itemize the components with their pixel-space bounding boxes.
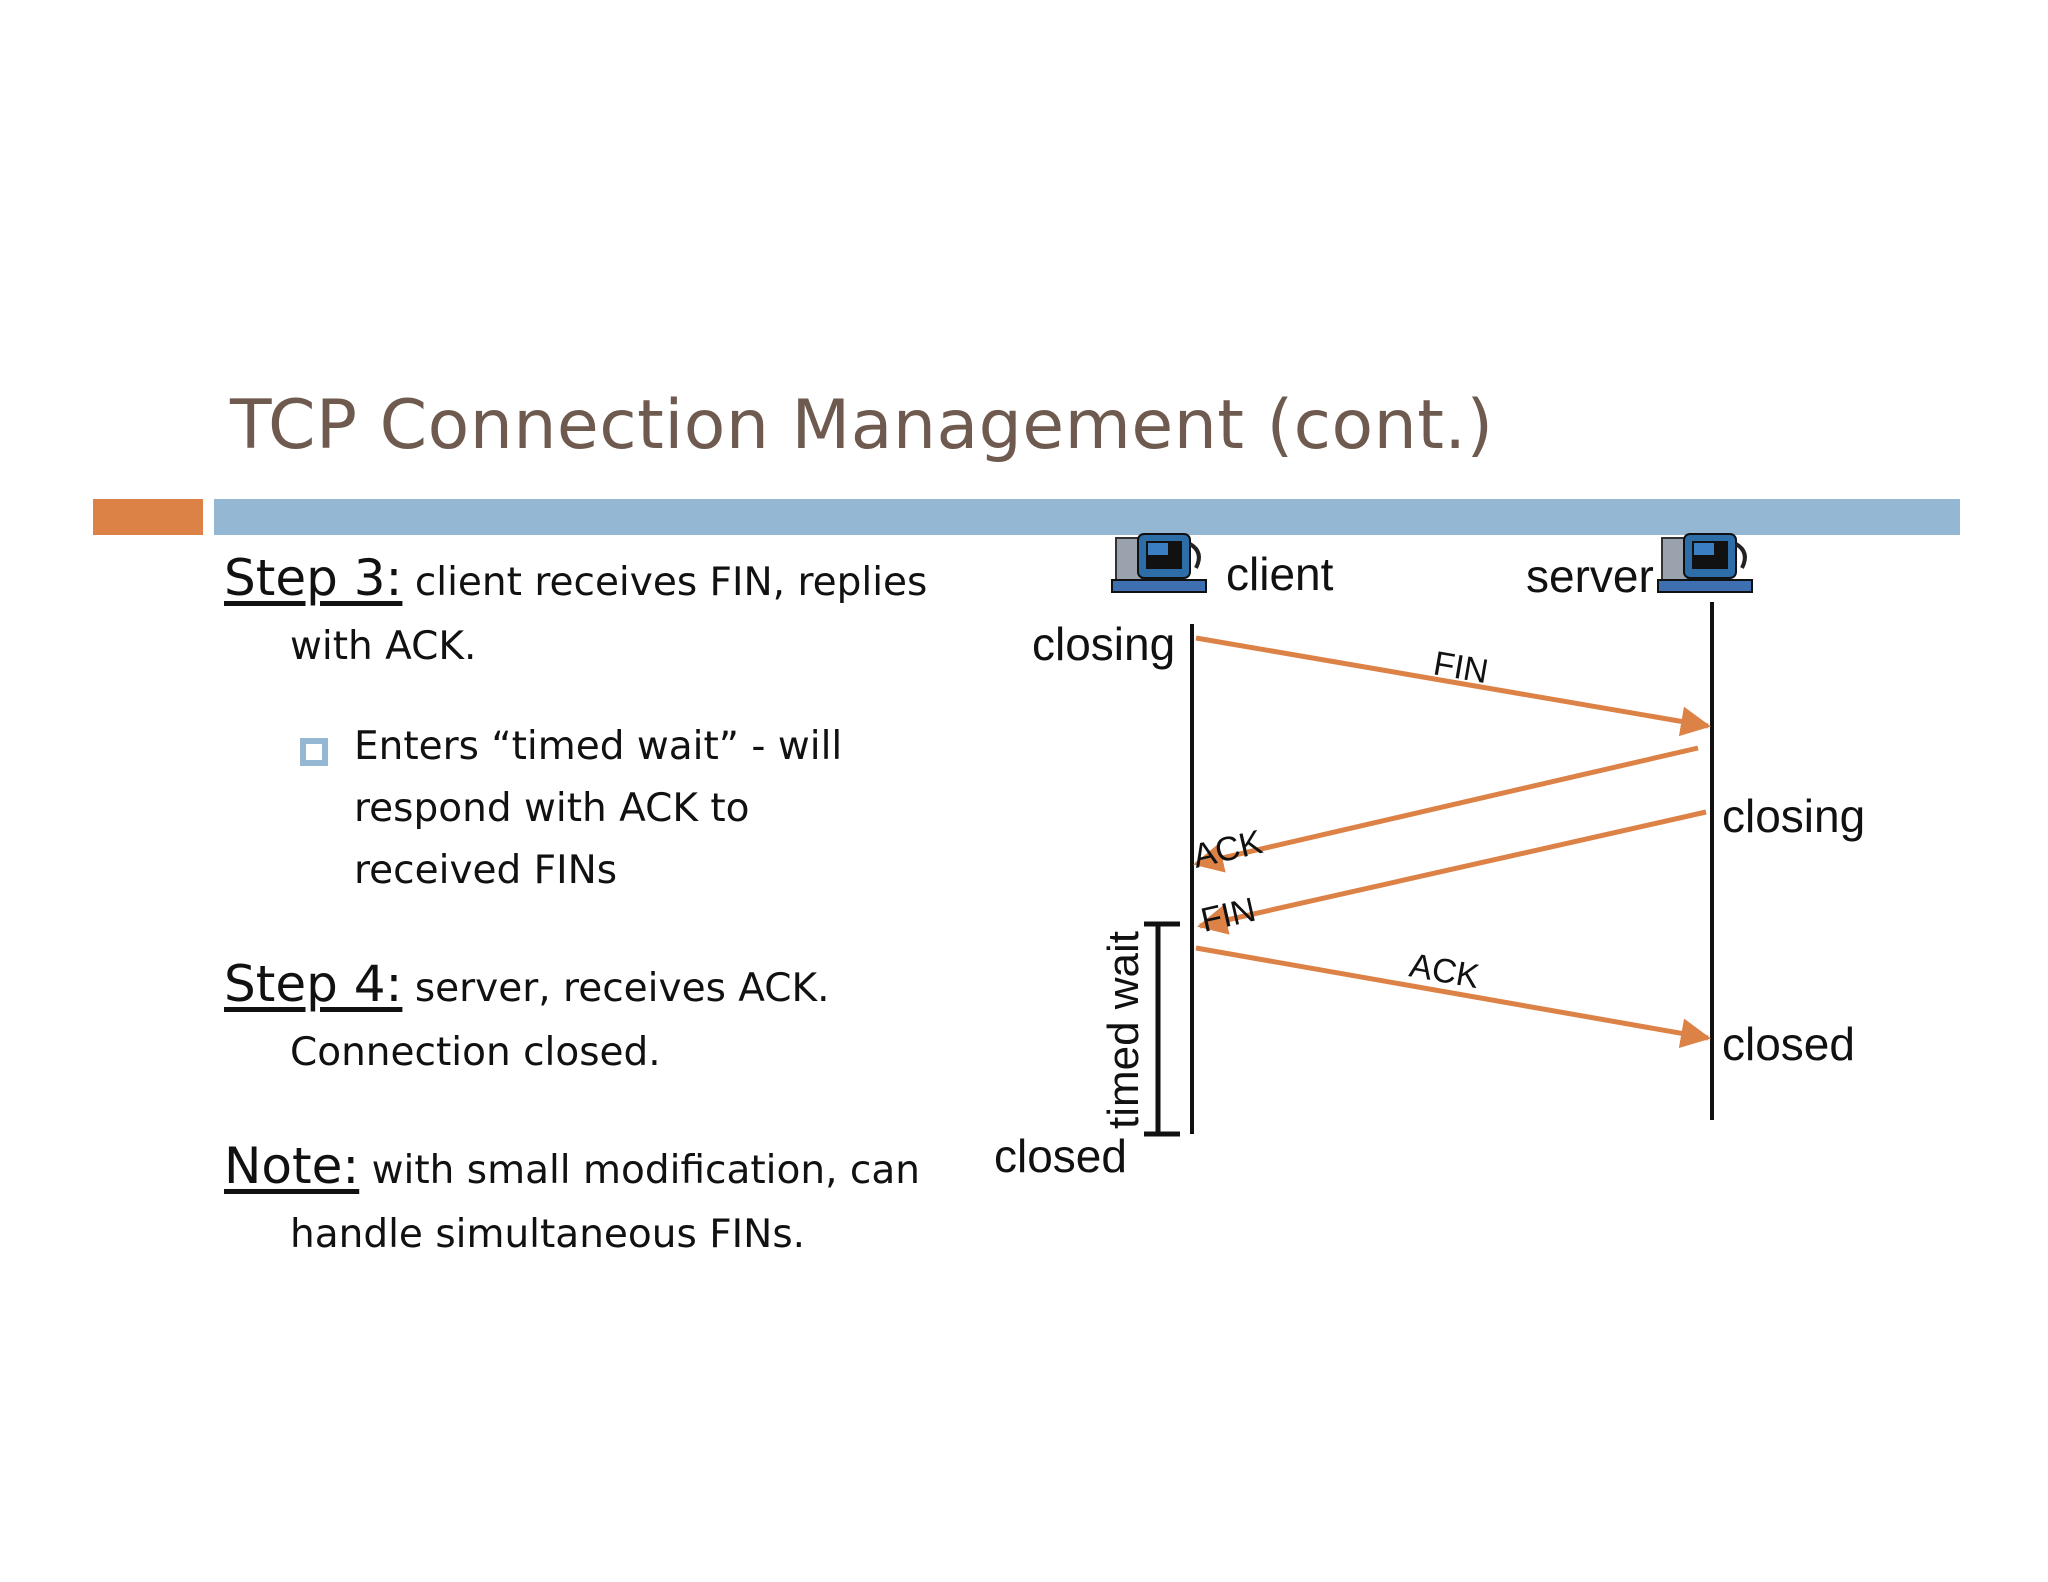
note-block: Note: with small modification, can handl… [224,1134,1004,1267]
bullet-line-3: received FINs [354,848,618,893]
step3-line2: with ACK. [290,624,477,669]
square-bullet-icon [300,738,328,766]
client-closing-label: closing [1032,618,1175,670]
server-label: server [1526,550,1654,602]
step3-bullet: Enters “timed wait” - will respond with … [300,716,1000,902]
slide-title: TCP Connection Management (cont.) [230,386,1494,465]
fin2-label: FIN [1197,891,1259,940]
step4-line2: Connection closed. [290,1030,661,1075]
ack1-label: ACK [1189,823,1266,876]
server-closing-label: closing [1722,790,1865,842]
client-computer-icon [1111,533,1207,593]
fin-arrow-client-to-server [1195,635,1711,737]
bullet-line-2: respond with ACK to [354,786,750,831]
note-line1: with small modification, can [371,1148,920,1193]
timed-wait-bracket [1144,921,1180,1137]
server-computer-icon [1657,533,1753,593]
client-closed-label: closed [994,1130,1127,1182]
step3-line1: client receives FIN, replies [414,560,928,605]
step4-line1: server, receives ACK. [414,966,830,1011]
step4-heading: Step 4: [224,955,403,1013]
step3-block: Step 3: client receives FIN, replies wit… [224,546,1004,679]
fin1-label: FIN [1431,644,1491,691]
note-line2: handle simultaneous FINs. [290,1212,806,1257]
note-heading: Note: [224,1137,360,1195]
ack-arrow-client-to-server [1195,945,1711,1049]
step4-block: Step 4: server, receives ACK. Connection… [224,952,1004,1085]
title-accent-bar-blue [214,499,1960,535]
title-accent-bar-orange [93,499,203,535]
fin-arrow-server-to-client [1197,809,1707,935]
ack-arrow-server-to-client [1193,745,1699,873]
timed-wait-label: timed wait [1099,931,1148,1129]
bullet-line-1: Enters “timed wait” - will [354,724,843,769]
server-closed-label: closed [1722,1018,1855,1070]
client-label: client [1226,548,1334,600]
step3-heading: Step 3: [224,549,403,607]
